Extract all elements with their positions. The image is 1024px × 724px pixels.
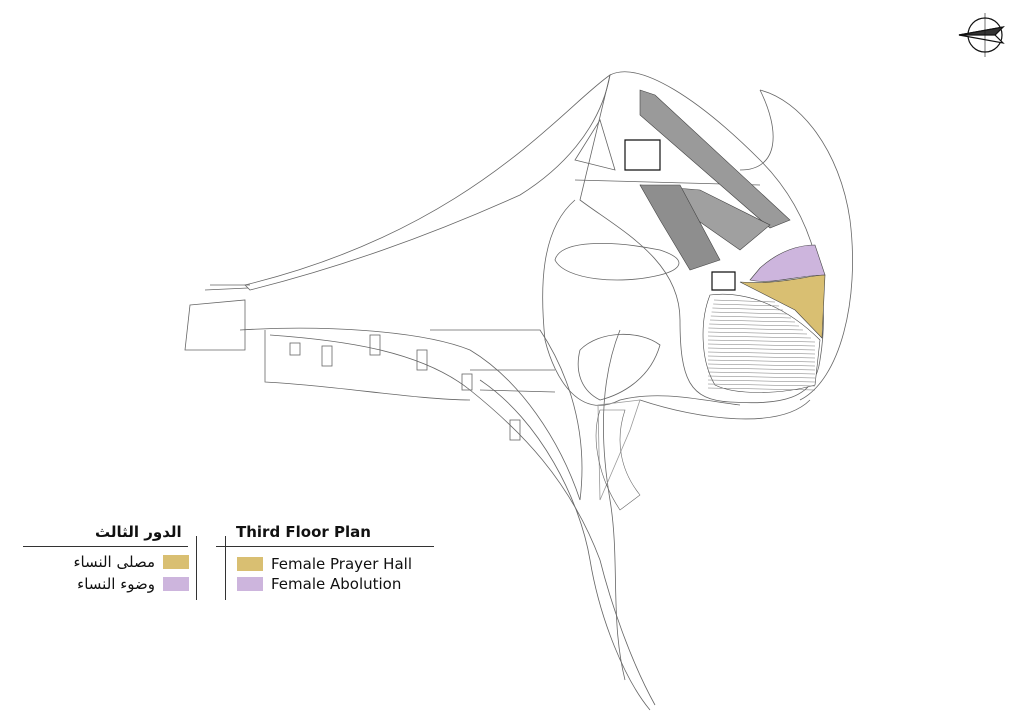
hatch-line (713, 299, 776, 303)
office-rooms-west (639, 184, 721, 271)
core-stair-2 (711, 271, 736, 291)
hatch-line (707, 359, 816, 363)
hatch-line (707, 383, 816, 387)
hatch-line (707, 343, 816, 347)
hatch-line (707, 331, 808, 335)
legend-separator (225, 536, 226, 600)
hatch-line (707, 351, 816, 355)
legend-item-arabic-prayer: مصلى النساء (73, 553, 189, 571)
hatch-line (708, 327, 804, 331)
hatch-line (710, 315, 792, 319)
legend-item-prayer-hall: Female Prayer Hall (237, 555, 412, 573)
hatch-line (709, 323, 800, 327)
legend-item-arabic-abolution: وضوء النساء (77, 575, 189, 593)
left-wing-lower (239, 327, 583, 501)
core-stair (624, 139, 661, 171)
hatch-line (711, 311, 788, 315)
hatch-line (707, 379, 816, 383)
hatch-line (709, 319, 796, 323)
prayer-hall-swatch (237, 557, 263, 571)
hatch-line (707, 371, 816, 375)
hatch-line (707, 387, 816, 391)
legend-label: وضوء النساء (77, 575, 155, 593)
female-prayer-hall-area (739, 274, 826, 339)
legend-title-english: Third Floor Plan (236, 523, 371, 541)
hatch-line (707, 347, 816, 351)
legend-title-arabic: الدور الثالث (95, 523, 182, 541)
legend-divider-arabic (23, 546, 188, 547)
hatch-line (707, 367, 816, 371)
hatch-line (712, 307, 784, 311)
office-rooms-north (639, 89, 791, 229)
hatch-line (707, 375, 816, 379)
hatch-line (707, 335, 812, 339)
main-prayer-hall (702, 293, 821, 393)
legend-divider-english (216, 546, 434, 547)
main-building-outline (579, 71, 824, 404)
left-wing-outline (244, 74, 611, 291)
legend-label: Female Abolution (271, 575, 402, 593)
legend-label: Female Prayer Hall (271, 555, 412, 573)
hatch-line (707, 363, 816, 367)
abolution-swatch (163, 577, 189, 591)
legend-item-abolution: Female Abolution (237, 575, 401, 593)
hatch-line (707, 339, 816, 343)
hatch-line (713, 303, 780, 307)
prayer-hall-swatch (163, 555, 189, 569)
hatch-line (707, 355, 816, 359)
abolution-swatch (237, 577, 263, 591)
legend-separator (196, 536, 197, 600)
legend-label: مصلى النساء (73, 553, 155, 571)
north-arrow-icon (958, 13, 1005, 57)
